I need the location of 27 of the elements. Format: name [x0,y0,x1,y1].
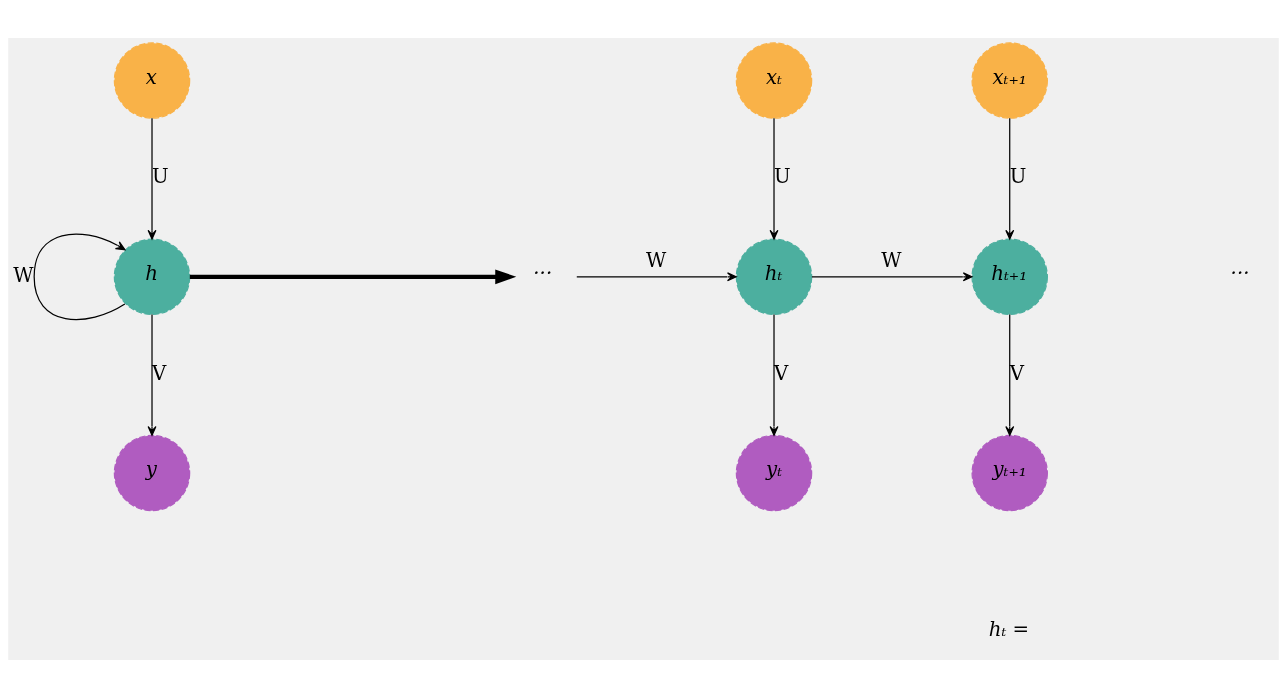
edge-label: W [881,248,902,272]
node-circle: yₜ [735,434,813,511]
edge-label: U [774,164,791,188]
node-circle: hₜ [735,238,813,315]
arrow [147,313,157,436]
node-circle: xₜ₊₁ [971,41,1048,119]
arrow [769,313,779,436]
node-circle: yₜ₊₁ [971,434,1048,511]
arrow [1005,117,1015,240]
label: ··· [1230,261,1250,285]
arrow [576,271,737,281]
edge-label: W [645,248,667,272]
node-circle: x [113,41,191,119]
node-circle: xₜ [735,41,813,119]
edge-label: W [13,262,34,286]
node-circle: hₜ₊₁ [971,238,1048,315]
arrow [189,268,517,284]
arrow [33,233,126,320]
arrow [769,117,779,240]
edge-label: U [1009,164,1027,188]
arrow [147,117,157,240]
node-text: ··· [533,261,553,285]
arrow [811,271,973,281]
label: hₜ = [988,617,1030,641]
arrow [1005,313,1015,436]
node-circle: y [113,434,191,511]
edge-label: U [152,164,169,188]
